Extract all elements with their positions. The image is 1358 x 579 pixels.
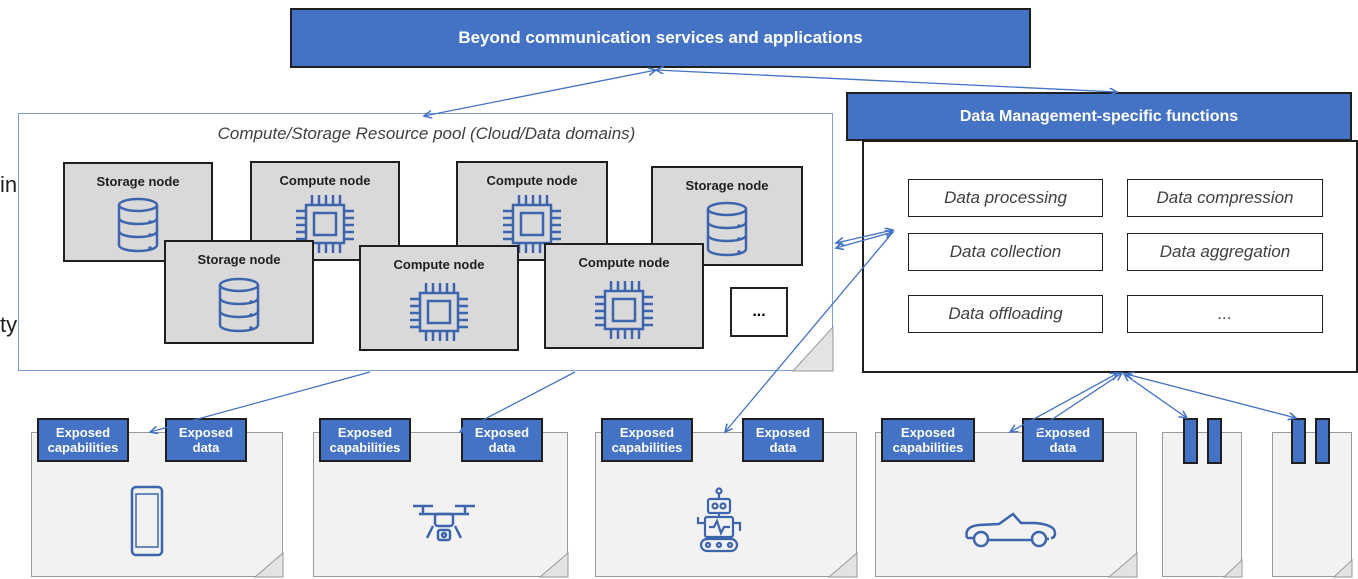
compute-node-label: Compute node [578,255,670,270]
more-nodes-box: ... [730,287,788,337]
drone-icon [413,504,475,542]
resource-pool: Compute/Storage Resource pool (Cloud/Dat… [18,113,833,371]
data-management-title: Data Management-specific functions [959,107,1239,125]
page-fold [538,551,569,578]
function-box: ... [1127,295,1323,333]
cpu-chip-icon [296,195,354,253]
connector-line [1124,374,1187,418]
database-icon [117,197,159,253]
device-card-collapsed [1162,432,1242,577]
device-card-collapsed [1272,432,1352,577]
connector-line [1033,373,1122,432]
connector-line [656,70,1117,92]
tag-bar [1291,418,1306,464]
compute-node: Compute node [544,243,704,349]
page-fold [1332,558,1353,578]
compute-node-label: Compute node [393,257,485,272]
exposed-data-tag: Exposed data [742,418,824,462]
connector-line [836,230,893,243]
compute-node: Compute node [359,245,519,351]
database-icon [218,277,260,333]
exposed-capabilities-tag: Exposed capabilities [37,418,129,462]
exposed-capabilities-tag: Exposed capabilities [319,418,411,462]
compute-node-label: Compute node [279,173,371,188]
function-box: Data processing [908,179,1103,217]
storage-node: Storage node [164,240,314,344]
cpu-chip-icon [410,283,468,341]
storage-node-label: Storage node [685,178,769,193]
connector-line [725,231,894,432]
database-icon [706,201,748,257]
storage-node-label: Storage node [96,174,180,189]
page-fold [1107,551,1138,578]
exposed-capabilities-tag: Exposed capabilities [881,418,975,462]
cpu-chip-icon [503,195,561,253]
function-box: Data compression [1127,179,1323,217]
exposed-data-tag: Exposed data [165,418,247,462]
storage-node-label: Storage node [197,252,281,267]
function-box: Data aggregation [1127,233,1323,271]
tag-bar [1315,418,1330,464]
page-fold [1222,558,1243,578]
connector-line [836,232,893,248]
function-box: Data offloading [908,295,1103,333]
top-services-label: Beyond communication services and applic… [458,28,863,47]
smartphone-icon [130,485,164,557]
connector-line [1010,373,1118,432]
page-fold [827,551,858,578]
resource-pool-title: Compute/Storage Resource pool (Cloud/Dat… [217,124,636,143]
connector-line [150,371,371,432]
side-text-fragment: ty [0,312,18,337]
cpu-chip-icon [595,281,653,339]
robot-icon [696,487,742,553]
connector-line [1126,374,1296,418]
data-management-header: Data Management-specific functions [846,92,1352,141]
function-box: Data collection [908,233,1103,271]
page-fold [253,551,284,578]
connector-line [460,371,576,432]
page-fold [791,325,834,372]
exposed-data-tag: Exposed data [461,418,543,462]
more-nodes-label: ... [752,303,766,320]
exposed-capabilities-tag: Exposed capabilities [601,418,693,462]
car-icon [965,512,1057,548]
connector-line [424,70,656,116]
compute-node-label: Compute node [486,173,578,188]
